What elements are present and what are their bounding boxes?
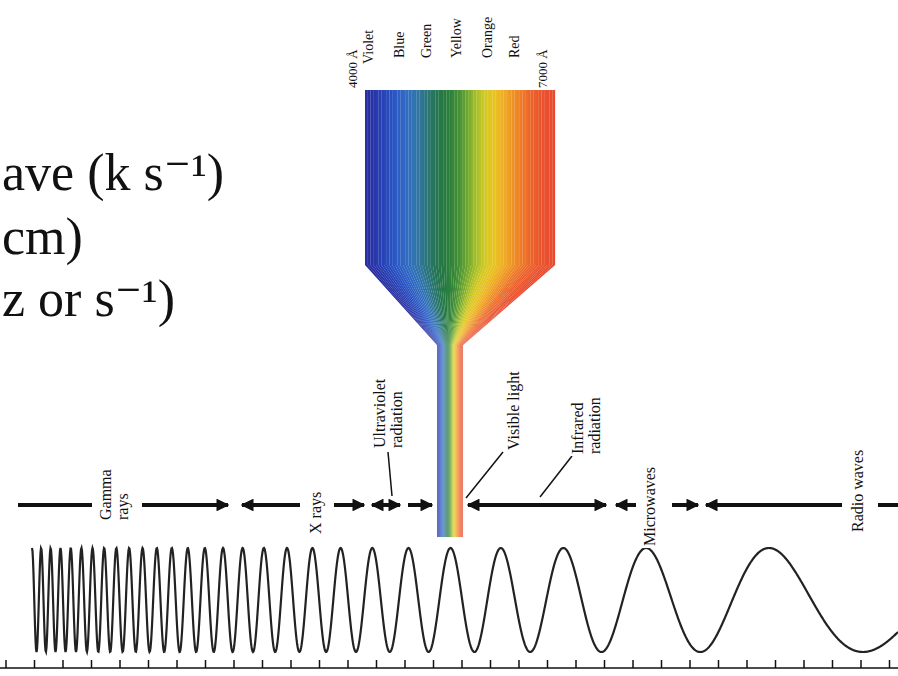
wave-heading: ave (k s⁻¹) (2, 146, 224, 201)
color-label: Orange (481, 15, 496, 60)
region-label: X rays (308, 490, 325, 536)
scale-tick (775, 660, 777, 668)
scale-tick (290, 660, 292, 668)
scale-tick (34, 660, 36, 668)
scale-tick (832, 660, 834, 668)
color-label: Yellow (450, 16, 465, 60)
scale-tick (262, 660, 264, 668)
spectrum-band (462, 90, 547, 537)
scale-tick (404, 660, 406, 668)
region-label: Infrared radiation (570, 382, 604, 456)
scale-tick (604, 660, 606, 668)
color-label: Green (420, 22, 435, 60)
scale-tick (490, 660, 492, 668)
band-arrows (18, 503, 898, 507)
color-label: Violet (362, 28, 377, 66)
scale-tick (148, 660, 150, 668)
spectrum-band (461, 90, 542, 537)
color-label: Blue (393, 30, 408, 60)
scale-tick (5, 660, 7, 668)
scale-tick (689, 660, 691, 668)
scale-tick (661, 660, 663, 668)
visible-spectrum-fan (365, 90, 555, 537)
scale-tick (233, 660, 235, 668)
scale-tick (433, 660, 435, 668)
wave-curve (32, 548, 898, 652)
wave-heading: cm) (2, 210, 83, 265)
scale-tick (119, 660, 121, 668)
color-label: Red (508, 33, 523, 60)
leader-lines (388, 452, 572, 498)
scale-tick (319, 660, 321, 668)
spectrum-band (463, 90, 556, 537)
scale-tick (376, 660, 378, 668)
scale-tick (889, 660, 891, 668)
spectrum-band (462, 90, 552, 537)
region-label: Radio waves (850, 448, 867, 534)
scale-tick (347, 660, 349, 668)
spectrum-band (461, 90, 544, 537)
region-label: Microwaves (642, 465, 659, 548)
scale-tick (461, 660, 463, 668)
wavelength-label: 4000 Å (346, 47, 360, 90)
scale-tick (803, 660, 805, 668)
scale-tick (547, 660, 549, 668)
scale-tick (176, 660, 178, 668)
scale-ticks (6, 660, 890, 668)
scale-tick (575, 660, 577, 668)
spectrum-band (462, 90, 550, 537)
scale-axis (0, 667, 898, 669)
scale-tick (746, 660, 748, 668)
spectrum-band (438, 90, 447, 537)
scale-tick (205, 660, 207, 668)
scale-tick (62, 660, 64, 668)
spectrum-band (460, 90, 538, 537)
scale-tick (518, 660, 520, 668)
region-label: Ultraviolet radiation (372, 360, 406, 450)
region-label: Visible light (506, 369, 523, 452)
wavelength-label: 7000 Å (536, 47, 550, 90)
scale-tick (632, 660, 634, 668)
scale-tick (860, 660, 862, 668)
wave-heading: z or s⁻¹) (2, 272, 175, 327)
scale-tick (91, 660, 93, 668)
region-label: Gamma rays (98, 458, 132, 522)
scale-tick (718, 660, 720, 668)
